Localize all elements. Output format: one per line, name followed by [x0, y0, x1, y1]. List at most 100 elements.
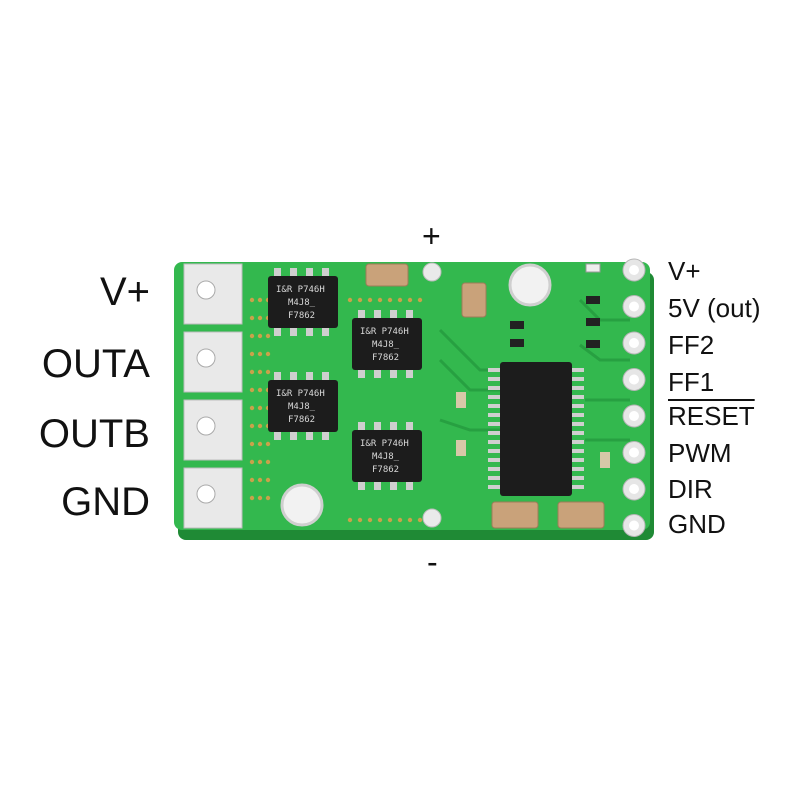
- smd-resistors: [456, 263, 610, 468]
- ic-pin: [570, 377, 584, 381]
- header-pad-hole: [629, 265, 639, 275]
- header-pad-hole: [629, 411, 639, 421]
- ic-pin: [488, 395, 502, 399]
- terminal-label-vplus: V+: [99, 270, 150, 314]
- via: [265, 369, 271, 375]
- pin-label-ff1: FF1: [668, 367, 715, 397]
- mounting-holes: [280, 262, 552, 528]
- ic-pin: [570, 395, 584, 399]
- via: [257, 333, 263, 339]
- via: [257, 351, 263, 357]
- ic-pin: [488, 485, 502, 489]
- header-pad-hole: [629, 301, 639, 312]
- via: [417, 297, 423, 303]
- chip-marking: F7862: [372, 465, 399, 475]
- chip-marking: I&R P746H: [276, 285, 325, 295]
- ic-pin: [488, 467, 502, 471]
- chip-marking: F7862: [288, 415, 315, 425]
- ic-pin: [570, 431, 584, 435]
- via: [257, 405, 263, 411]
- ic-pin: [488, 449, 502, 453]
- ic-pin: [488, 404, 502, 408]
- chip-marking: F7862: [372, 353, 399, 363]
- pin-label-5v-out: 5V (out): [668, 293, 761, 323]
- via: [257, 423, 263, 429]
- via: [257, 315, 263, 321]
- via: [347, 297, 353, 303]
- ic-pin: [570, 476, 584, 480]
- mosfet-chip: I&R P746H M4J8_ F7862: [268, 372, 338, 440]
- ic-pin: [570, 485, 584, 489]
- via: [257, 495, 263, 501]
- ic-pin: [488, 458, 502, 462]
- pin-label-reset: RESET: [668, 401, 755, 431]
- via: [265, 351, 271, 357]
- via: [257, 387, 263, 393]
- via: [257, 369, 263, 375]
- chip-marking: M4J8_: [372, 340, 400, 350]
- ic-pin: [570, 422, 584, 426]
- ic-pin: [570, 440, 584, 444]
- terminal-label-outb: OUTB: [38, 412, 150, 456]
- via: [265, 459, 271, 465]
- ic-pin: [570, 458, 584, 462]
- via: [367, 517, 373, 523]
- negative-sign: -: [427, 544, 438, 580]
- chip-marking: M4J8_: [288, 298, 316, 308]
- via: [249, 333, 255, 339]
- via: [249, 351, 255, 357]
- capacitors: [365, 263, 605, 529]
- via: [397, 517, 403, 523]
- chip-marking: I&R P746H: [276, 389, 325, 399]
- pin-label-pwm: PWM: [668, 438, 732, 468]
- via: [357, 297, 363, 303]
- via: [249, 495, 255, 501]
- via: [407, 297, 413, 303]
- ic-pin: [488, 422, 502, 426]
- right-header-pads: [622, 258, 646, 537]
- via: [249, 423, 255, 429]
- via: [257, 477, 263, 483]
- header-pad-hole: [629, 374, 639, 385]
- ic-pin: [488, 413, 502, 417]
- ic-pin: [570, 467, 584, 471]
- pin-label-dir: DIR: [668, 474, 713, 504]
- chip-marking: M4J8_: [288, 402, 316, 412]
- via: [249, 477, 255, 483]
- pin-label-vplus: V+: [668, 256, 701, 286]
- pin-label-gnd: GND: [668, 509, 726, 539]
- via: [387, 517, 393, 523]
- via: [249, 441, 255, 447]
- ic-pin: [488, 431, 502, 435]
- ic-pin: [570, 413, 584, 417]
- header-pad-hole: [629, 338, 639, 348]
- pin-label-ff2: FF2: [668, 330, 715, 360]
- via: [357, 517, 363, 523]
- ic-pin: [570, 386, 584, 390]
- via: [249, 405, 255, 411]
- via: [407, 517, 413, 523]
- via: [387, 297, 393, 303]
- via: [367, 297, 373, 303]
- ic-pin: [570, 449, 584, 453]
- via: [257, 441, 263, 447]
- ic-pin: [488, 476, 502, 480]
- via: [265, 441, 271, 447]
- via: [377, 297, 383, 303]
- via: [417, 517, 423, 523]
- driver-ic: [488, 362, 584, 496]
- via: [249, 459, 255, 465]
- via: [257, 297, 263, 303]
- ic-pin: [570, 404, 584, 408]
- chip-marking: I&R P746H: [360, 327, 409, 337]
- mosfet-chip: I&R P746H M4J8_ F7862: [352, 310, 422, 378]
- via: [265, 333, 271, 339]
- ic-pin: [488, 377, 502, 381]
- ic-pin: [488, 386, 502, 390]
- ic-pin: [488, 440, 502, 444]
- terminal-label-outa: OUTA: [41, 342, 150, 386]
